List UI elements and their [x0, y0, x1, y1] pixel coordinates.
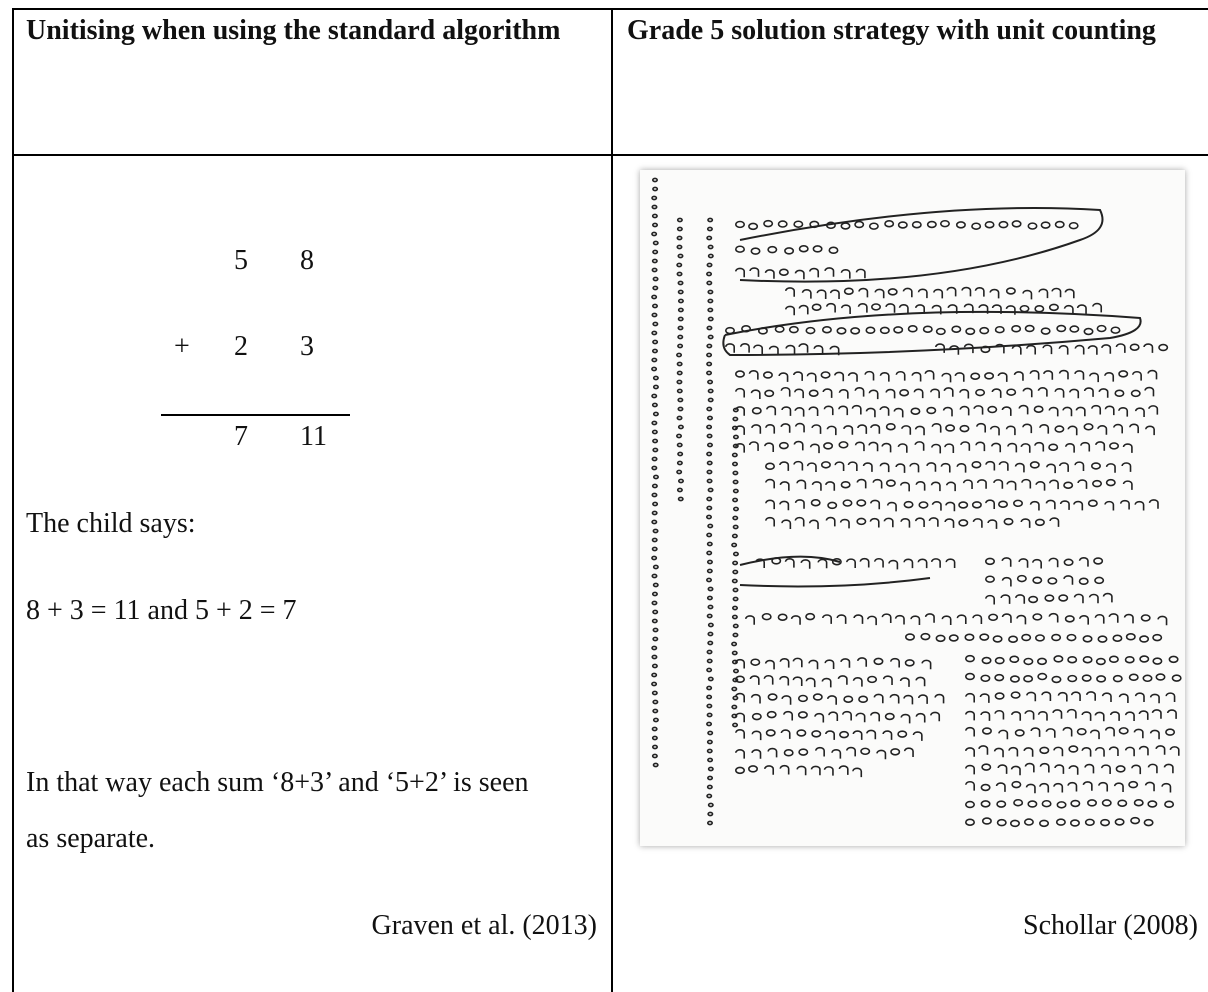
tally-scan-image	[640, 170, 1185, 846]
child-says-text: The child says:	[26, 508, 196, 539]
comparison-table	[12, 8, 1208, 992]
addend1-ones: 8	[300, 245, 314, 276]
note-line-1: In that way each sum ‘8+3’ and ‘5+2’ is …	[26, 767, 529, 798]
addend2-tens: 2	[234, 331, 248, 362]
header-left: Unitising when using the standard algori…	[26, 15, 561, 46]
result-tens: 7	[234, 421, 248, 452]
sum-line	[161, 414, 350, 416]
column-divider	[611, 8, 613, 992]
header-row-divider	[12, 154, 1208, 156]
plus-sign: +	[174, 331, 190, 362]
equation-text: 8 + 3 = 11 and 5 + 2 = 7	[26, 595, 297, 626]
addend1-tens: 5	[234, 245, 248, 276]
note-line-2: as separate.	[26, 823, 156, 854]
citation-right: Schollar (2008)	[1023, 910, 1198, 941]
header-right: Grade 5 solution strategy with unit coun…	[627, 15, 1156, 46]
result-ones: 11	[300, 421, 327, 452]
addend2-ones: 3	[300, 331, 314, 362]
tally-marks-drawing	[651, 177, 1182, 828]
citation-left: Graven et al. (2013)	[371, 910, 597, 941]
